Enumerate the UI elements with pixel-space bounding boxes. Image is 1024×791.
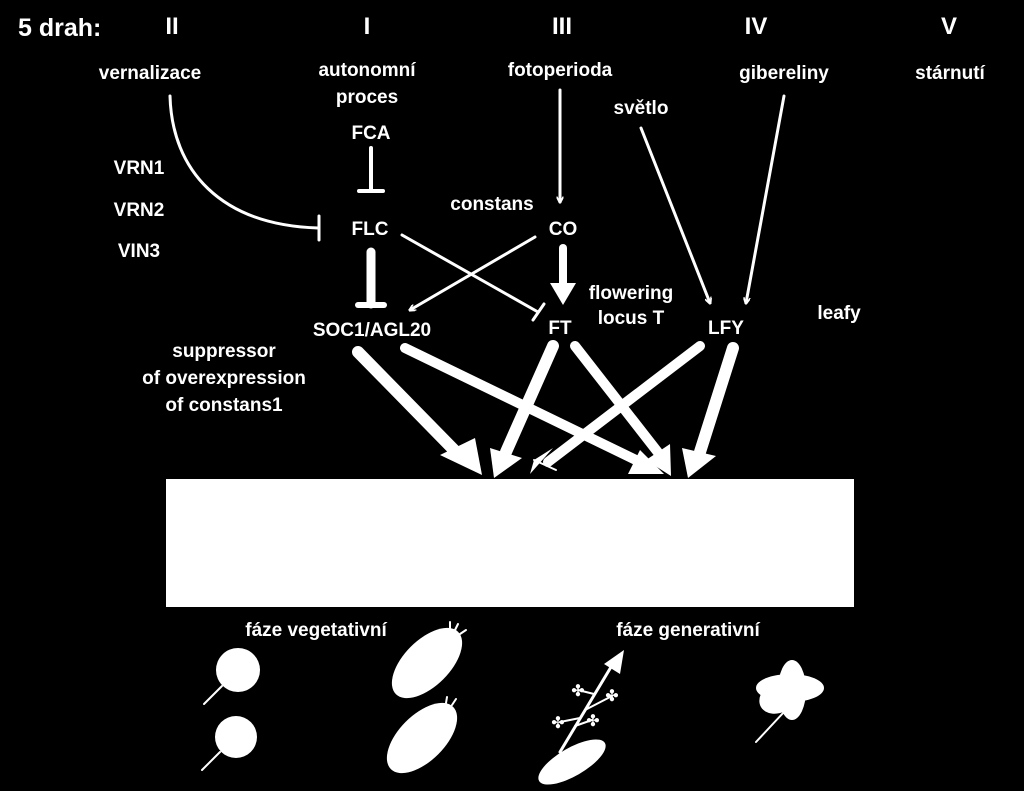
svg-text:✤: ✤ bbox=[571, 683, 584, 700]
gene-co: CO bbox=[549, 219, 578, 240]
lfy-to-box-left-head bbox=[530, 448, 553, 474]
phase-vegetative-label: fáze vegetativní bbox=[245, 620, 387, 641]
gene-vrn2: VRN2 bbox=[114, 200, 165, 221]
generative-flowering-shoot-illustration: ✤ ✤ ✤ ✤ bbox=[538, 650, 624, 785]
gene-fca: FCA bbox=[351, 123, 390, 144]
co-to-ft-head bbox=[550, 283, 576, 305]
pathway-name-gibereliny: gibereliny bbox=[739, 63, 829, 84]
svg-text:✤: ✤ bbox=[551, 715, 564, 732]
flc-ft-inhibitor-bar bbox=[531, 302, 546, 322]
pathway-numeral-v: V bbox=[941, 13, 957, 40]
pathway-name-starnuti: stárnutí bbox=[915, 63, 985, 84]
strong-regulation-arrows bbox=[352, 244, 739, 478]
gene-suppressor-line3: of constans1 bbox=[165, 395, 283, 416]
soc1-to-box-right-head bbox=[628, 450, 664, 474]
gene-lfy: LFY bbox=[708, 318, 744, 339]
gene-leafy-label: leafy bbox=[817, 303, 861, 324]
pathway-numeral-iv: IV bbox=[745, 13, 768, 40]
regulation-lines bbox=[168, 88, 786, 322]
soc1-to-box-shaft bbox=[352, 346, 462, 458]
diagram-title: 5 drah: bbox=[18, 14, 101, 42]
pathway-name-vernalizace: vernalizace bbox=[99, 63, 201, 84]
lfy-to-box-shaft bbox=[694, 342, 739, 458]
svg-text:✤: ✤ bbox=[605, 688, 618, 705]
pathway-numeral-iii: III bbox=[552, 13, 572, 40]
gene-flc: FLC bbox=[352, 219, 389, 240]
pathway-numeral-ii: II bbox=[165, 13, 178, 40]
gene-vin3: VIN3 bbox=[118, 241, 160, 262]
pathway-name-fotoperioda: fotoperioda bbox=[508, 60, 613, 81]
lfy-to-box-head bbox=[682, 448, 716, 478]
pathway-numeral-i: I bbox=[364, 13, 371, 40]
svg-text:✤: ✤ bbox=[586, 713, 599, 730]
lfy-to-box-left-head-edge bbox=[533, 459, 557, 471]
gene-constans-label: constans bbox=[450, 194, 533, 215]
gene-soc1-agl20: SOC1/AGL20 bbox=[313, 320, 431, 341]
vernalizace-inhibits-flc-line bbox=[168, 94, 320, 230]
pathway-name-proces: proces bbox=[336, 87, 398, 108]
ft-to-box-head bbox=[490, 448, 522, 478]
gene-locus-t-label: locus T bbox=[598, 308, 665, 329]
vegetative-oval-leaves-illustration bbox=[386, 621, 467, 774]
signal-svetlo: světlo bbox=[614, 98, 669, 119]
generative-flower-illustration bbox=[755, 660, 824, 743]
ft-to-box-right-head bbox=[646, 444, 671, 476]
ft-to-box-shaft bbox=[500, 340, 559, 458]
gene-suppressor-line1: suppressor bbox=[172, 341, 276, 362]
gibereliny-to-lfy-arrow bbox=[746, 94, 786, 303]
soc1-to-box-head bbox=[440, 438, 482, 475]
co-to-soc1-arrow bbox=[410, 235, 537, 310]
pathway-name-autonomni: autonomní bbox=[318, 60, 416, 81]
svetlo-to-lfy-arrow bbox=[639, 126, 710, 303]
phase-generative-label: fáze generativní bbox=[616, 620, 760, 641]
gene-ft: FT bbox=[548, 318, 572, 339]
gene-vrn1: VRN1 bbox=[114, 158, 165, 179]
vegetative-round-leaves-illustration bbox=[201, 648, 260, 771]
ft-to-box-right-shaft bbox=[570, 341, 665, 460]
lfy-to-box-left-shaft bbox=[543, 341, 705, 467]
flowering-target-box bbox=[166, 479, 854, 607]
gene-flowering-label: flowering bbox=[589, 283, 673, 304]
gene-suppressor-line2: of overexpression bbox=[142, 368, 306, 389]
